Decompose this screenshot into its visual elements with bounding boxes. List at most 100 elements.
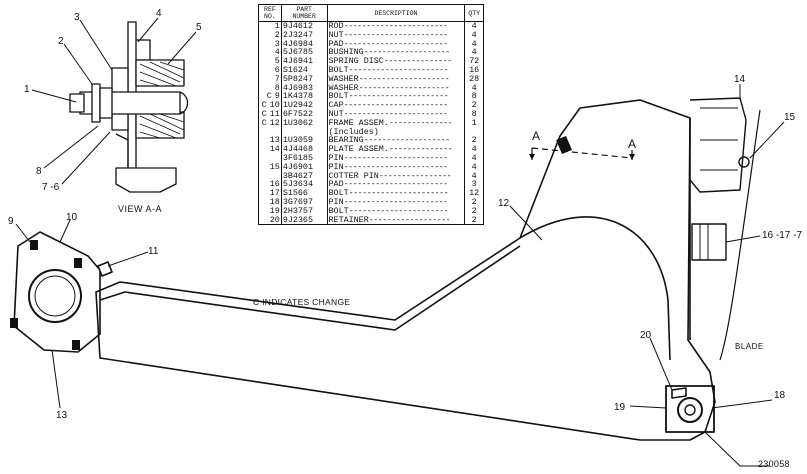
- callout-4: 4: [156, 8, 162, 19]
- table-row: (Includes): [258, 127, 484, 137]
- callout-15: 15: [784, 112, 796, 123]
- leader-dots: -----------------------: [343, 153, 449, 163]
- ref-number: 7: [274, 74, 280, 84]
- description-text: PLATE ASSEM.: [328, 145, 389, 154]
- description-text: BOLT: [328, 65, 349, 75]
- description-cell: BUSHING-------------------: [327, 48, 466, 58]
- description-text: BEARING: [328, 136, 364, 146]
- callout-2: 2: [58, 36, 64, 47]
- description-cell: FRAME ASSEM.--------------: [327, 118, 466, 128]
- leader-dots: ----------------------: [348, 189, 449, 198]
- ref-number: 2: [274, 30, 280, 40]
- qty-cell: 28: [469, 74, 480, 84]
- header-qty: QTY: [464, 4, 484, 22]
- callout-12: 12: [498, 198, 510, 209]
- description-cell: BOLT----------------------: [327, 206, 466, 216]
- leader-dots: --------------------: [358, 83, 450, 93]
- ref-number: 3: [274, 39, 280, 49]
- description-text: BOLT: [328, 92, 349, 102]
- callout-14: 14: [734, 74, 746, 85]
- ref-cell: [258, 171, 282, 181]
- description-cell: (Includes): [327, 127, 466, 137]
- ref-number: 14: [269, 145, 280, 154]
- description-cell: WASHER--------------------: [327, 83, 466, 93]
- description-cell: WASHER--------------------: [327, 74, 466, 84]
- description-cell: PAD-----------------------: [327, 180, 466, 190]
- qty-cell: 2: [471, 197, 477, 207]
- ref-cell: 16: [258, 180, 282, 190]
- qty-cell: 4: [471, 171, 477, 181]
- change-flag: C: [261, 118, 267, 128]
- description-text: WASHER: [328, 83, 359, 93]
- pad-16: [691, 223, 727, 261]
- qty-cell: 16: [469, 65, 480, 75]
- pivot-pin: [677, 397, 703, 423]
- part-number-cell: 2J3247: [281, 30, 328, 40]
- ref-number: 17: [269, 189, 280, 198]
- cap-bolt: [74, 258, 82, 268]
- description-text: FRAME ASSEM.: [328, 118, 389, 128]
- description-cell: BOLT----------------------: [327, 65, 466, 75]
- cap-bolt: [10, 318, 18, 328]
- description-cell: PIN-----------------------: [327, 197, 466, 207]
- description-cell: COTTER PIN----------------: [327, 171, 466, 181]
- part-number-cell: 2H3757: [281, 206, 328, 216]
- description-text: PIN: [328, 197, 344, 207]
- ref-cell: 8: [258, 83, 282, 93]
- ref-cell: 2: [258, 30, 282, 40]
- ref-cell: 6: [258, 65, 282, 75]
- leader-dots: -----------------------: [343, 162, 449, 172]
- qty-cell: 4: [471, 145, 477, 154]
- part-number-cell: 5J3634: [281, 180, 328, 190]
- blade-outline: [719, 109, 761, 361]
- description-text: NUT: [328, 109, 344, 119]
- part-number-cell: S1624: [281, 65, 328, 75]
- description-text: PAD: [328, 39, 344, 49]
- ref-number: 8: [274, 83, 280, 93]
- qty-cell: 1: [471, 118, 477, 128]
- cap-bolt: [30, 240, 38, 250]
- qty-cell: 2: [471, 101, 477, 110]
- ref-cell: 1: [258, 21, 282, 31]
- part-number-cell: [281, 127, 328, 137]
- callout-13: 13: [56, 410, 68, 421]
- part-number-cell: 3B4627: [281, 171, 328, 181]
- qty-cell: 2: [471, 206, 477, 216]
- callout-1: 1: [24, 84, 30, 95]
- section-letter-left: A: [532, 129, 540, 143]
- callout-20: 20: [640, 330, 652, 341]
- callout-7-6: 7 -6: [42, 182, 60, 193]
- qty-cell: 4: [471, 162, 477, 172]
- part-number-cell: 1K4378: [281, 92, 328, 102]
- qty-cell: 4: [471, 21, 477, 31]
- description-cell: BOLT----------------------: [327, 189, 466, 198]
- qty-cell: 8: [471, 92, 477, 102]
- description-text: SPRING DISC: [328, 57, 384, 66]
- ref-number: 15: [269, 162, 280, 172]
- qty-cell: 8: [471, 109, 477, 119]
- description-text: CAP: [328, 101, 344, 110]
- part-number-cell: 4J4468: [281, 145, 328, 154]
- view-a-a-label: VIEW A-A: [118, 204, 162, 214]
- leader-dots: --------------: [388, 118, 453, 128]
- leader-dots: ----------------: [378, 171, 452, 181]
- qty-cell: 72: [469, 57, 480, 66]
- retainer-20: [671, 387, 687, 399]
- part-number-cell: 5P8247: [281, 74, 328, 84]
- description-text: COTTER PIN: [328, 171, 379, 181]
- ref-cell: 13: [258, 136, 282, 146]
